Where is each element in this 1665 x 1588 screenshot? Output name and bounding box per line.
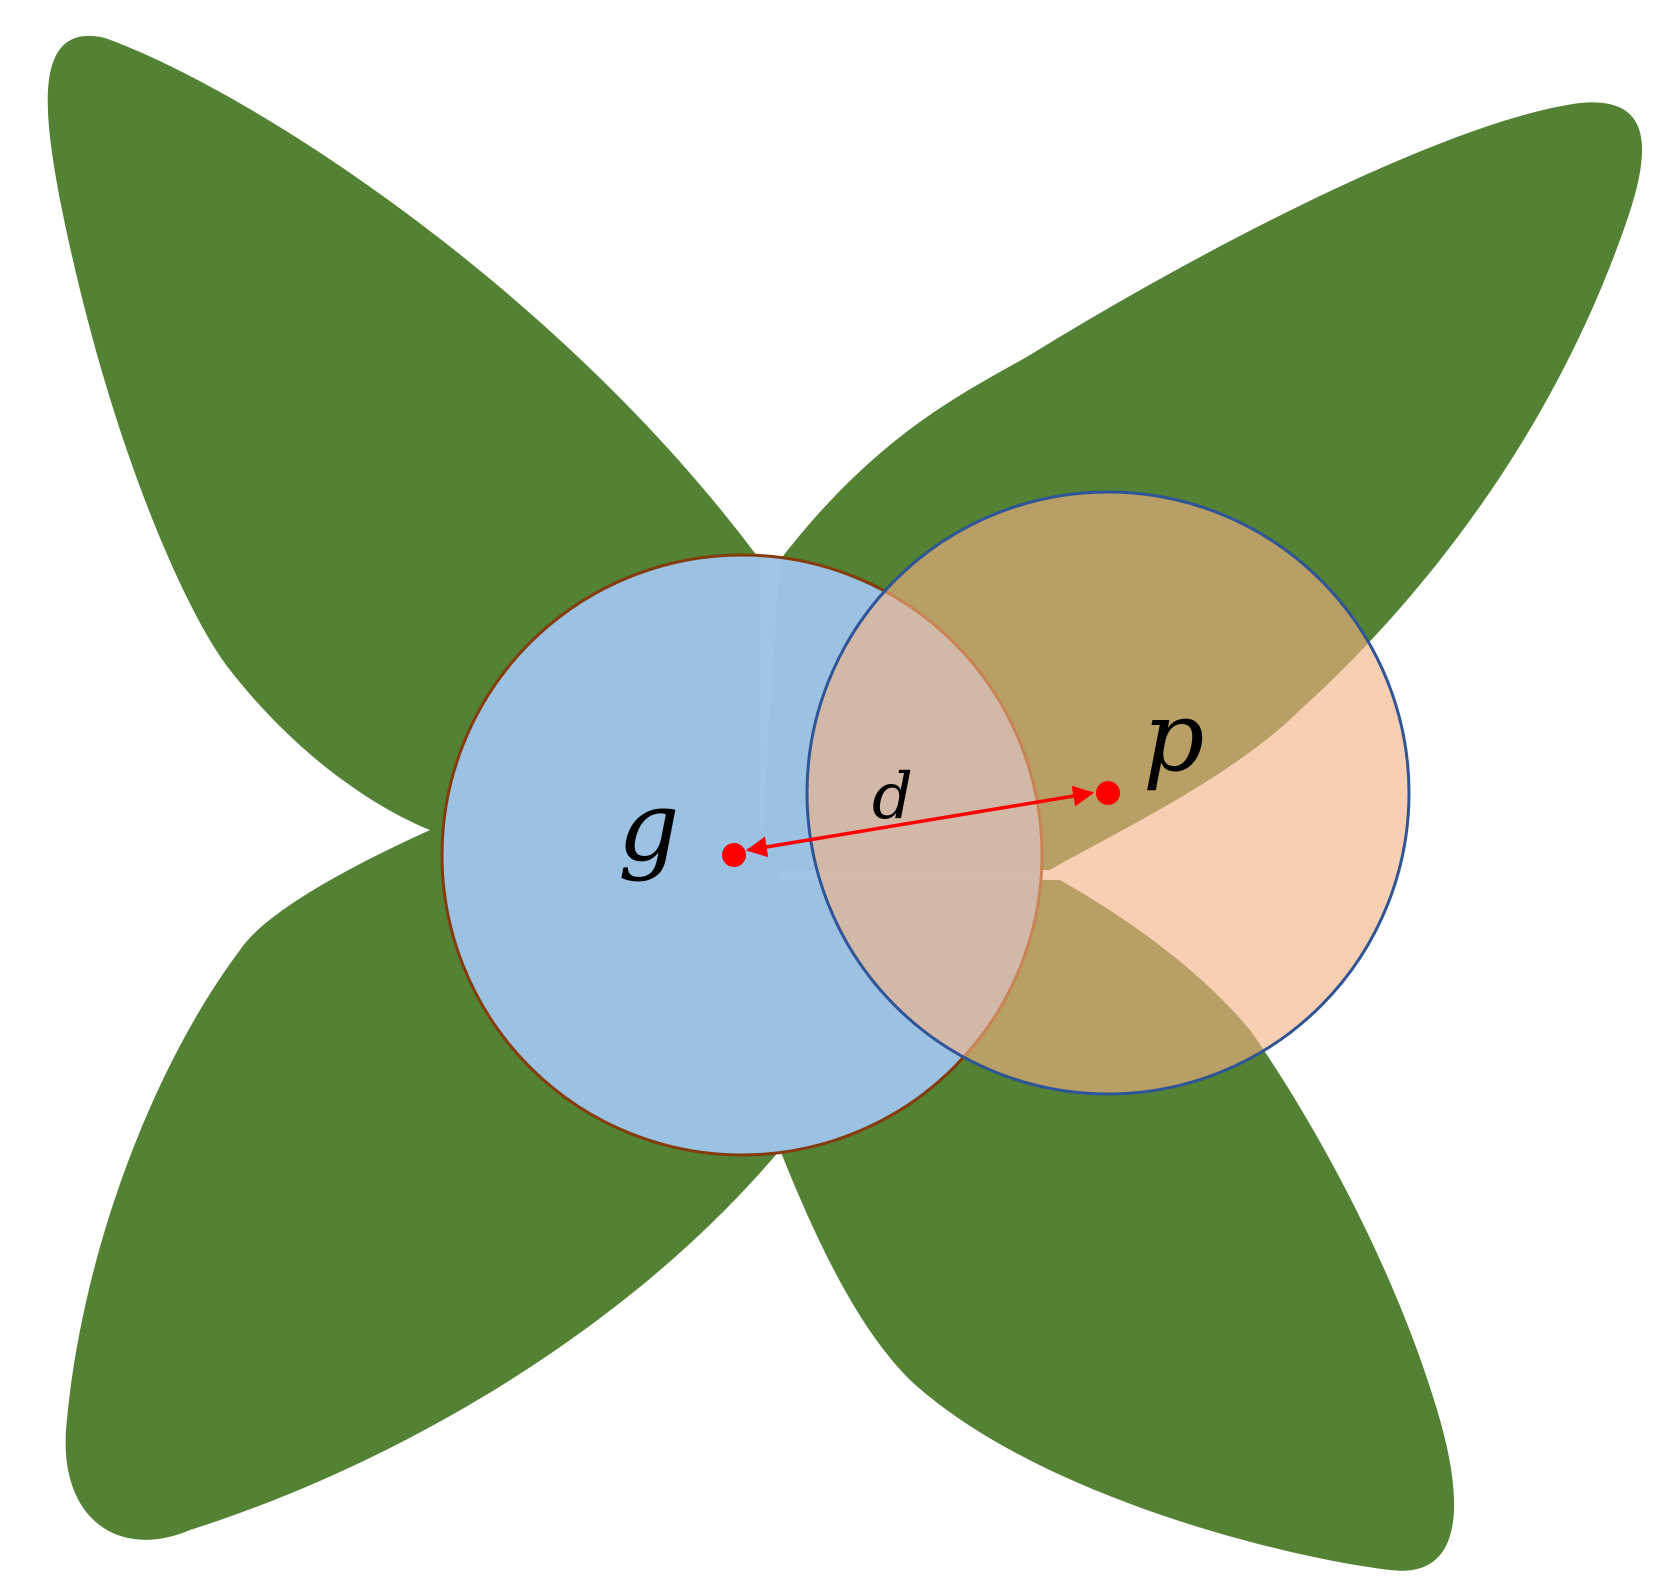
label-p: p	[1143, 681, 1204, 793]
distance-arrow	[745, 785, 1095, 858]
label-g: g	[618, 771, 679, 883]
point-p	[1096, 781, 1120, 805]
label-d: d	[872, 760, 913, 834]
point-g	[722, 843, 746, 867]
